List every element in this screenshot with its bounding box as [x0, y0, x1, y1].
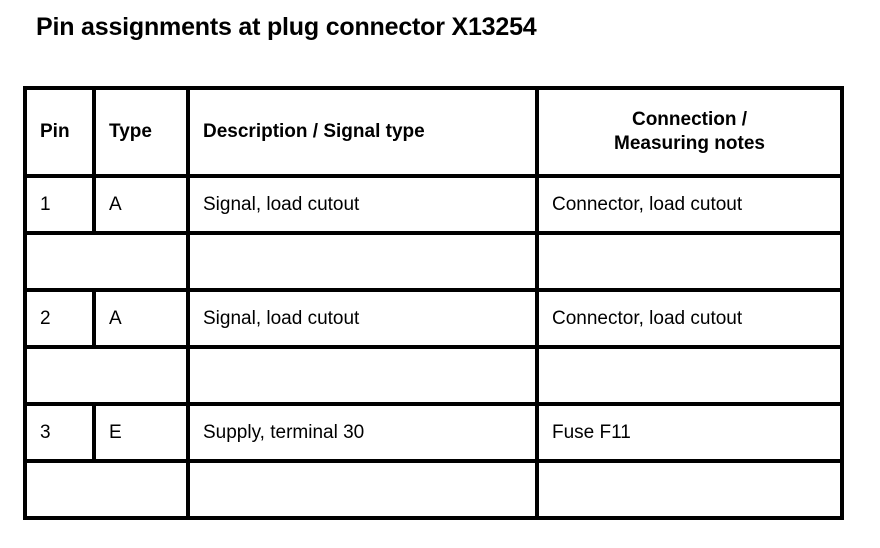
cell-connection: [535, 459, 844, 520]
cell-description: Supply, terminal 30: [186, 402, 539, 463]
table-body: Pin Type Description / Signal type Conne…: [23, 86, 844, 520]
cell-pin: 1: [23, 174, 96, 235]
cell-description: Signal, load cutout: [186, 288, 539, 349]
table-row-spacer: [23, 231, 844, 292]
table-row: 3 E Supply, terminal 30 Fuse F11: [23, 402, 844, 463]
cell-pin: 3: [23, 402, 96, 463]
table-row: 1 A Signal, load cutout Connector, load …: [23, 174, 844, 235]
cell-pin-type-merged: [23, 345, 190, 406]
table-row-spacer: [23, 345, 844, 406]
cell-connection: Connector, load cutout: [535, 288, 844, 349]
column-header-type: Type: [92, 86, 190, 178]
cell-connection: Connector, load cutout: [535, 174, 844, 235]
table-header-row: Pin Type Description / Signal type Conne…: [23, 86, 844, 178]
pin-table: Pin Type Description / Signal type Conne…: [23, 86, 844, 520]
column-header-connection: Connection / Measuring notes: [535, 86, 844, 178]
cell-description: [186, 459, 539, 520]
cell-connection: [535, 345, 844, 406]
cell-description: Signal, load cutout: [186, 174, 539, 235]
cell-type: A: [92, 288, 190, 349]
cell-description: [186, 231, 539, 292]
cell-connection: Fuse F11: [535, 402, 844, 463]
column-header-connection-line2: Measuring notes: [614, 133, 765, 154]
cell-type: A: [92, 174, 190, 235]
column-header-connection-line1: Connection /: [631, 109, 748, 131]
column-header-pin: Pin: [23, 86, 96, 178]
table-row-spacer: [23, 459, 844, 520]
cell-connection: [535, 231, 844, 292]
table-row: 2 A Signal, load cutout Connector, load …: [23, 288, 844, 349]
cell-type: E: [92, 402, 190, 463]
page-title: Pin assignments at plug connector X13254: [36, 13, 537, 41]
column-header-description: Description / Signal type: [186, 86, 539, 178]
cell-pin-type-merged: [23, 459, 190, 520]
pin-assignment-table: Pin Type Description / Signal type Conne…: [23, 86, 844, 520]
cell-description: [186, 345, 539, 406]
cell-pin: 2: [23, 288, 96, 349]
cell-pin-type-merged: [23, 231, 190, 292]
